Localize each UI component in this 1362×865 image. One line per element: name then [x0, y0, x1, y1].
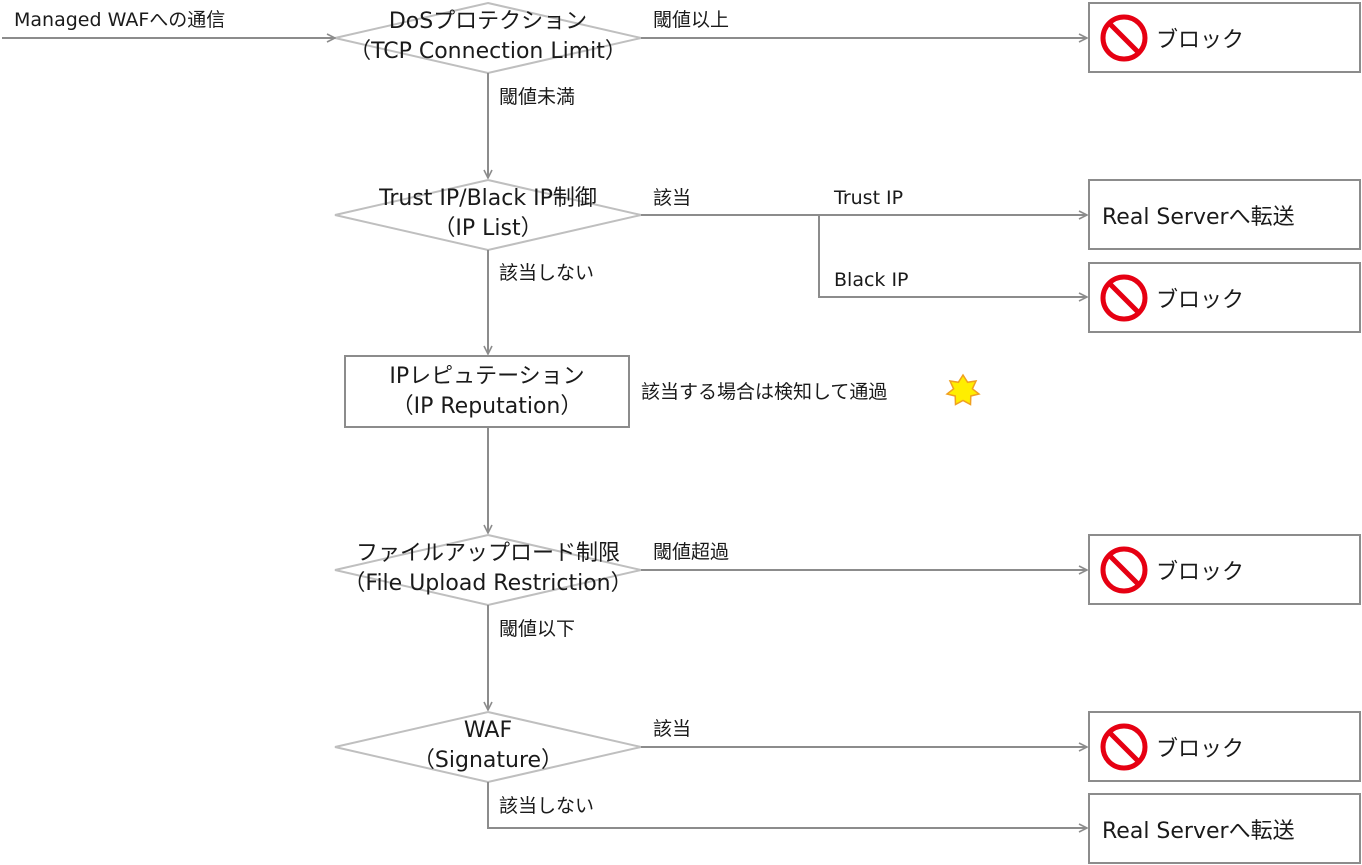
no-entry-icon: [1100, 14, 1148, 62]
waf-subtitle: （Signature）: [412, 748, 564, 773]
iplist-trust-label: Trust IP: [834, 187, 904, 209]
outcome-block-upload: ブロック: [1088, 534, 1361, 605]
iplist-black-arrow: [818, 215, 1087, 297]
forward-label: Real Serverへ転送: [1102, 818, 1295, 844]
outcome-block-black-ip: ブロック: [1088, 262, 1361, 333]
dos-above-label: 閾値以上: [653, 9, 730, 31]
forward-label: Real Serverへ転送: [1102, 204, 1295, 230]
ip-list-node: Trust IP/Black IP制御 （IP List）: [335, 184, 641, 244]
outcome-block-dos: ブロック: [1088, 2, 1361, 73]
dos-below-label: 閾値未満: [499, 86, 576, 108]
dos-protection-node: DoSプロテクション （TCP Connection Limit）: [335, 7, 641, 67]
block-label: ブロック: [1156, 736, 1245, 762]
iplist-title: Trust IP/Black IP制御: [379, 186, 597, 211]
waf-title: WAF: [463, 718, 513, 743]
dos-title: DoSプロテクション: [388, 9, 588, 34]
upload-over-label: 閾値超過: [653, 541, 730, 563]
waf-forward-arrow: [487, 782, 1087, 828]
ip-reputation-node: [344, 355, 630, 428]
star-burst-icon: [945, 373, 981, 406]
upload-subtitle: （File Upload Restriction）: [343, 571, 633, 596]
reputation-subtitle: （IP Reputation）: [391, 394, 583, 419]
no-entry-icon: [1100, 274, 1148, 322]
block-label: ブロック: [1156, 559, 1245, 585]
iplist-black-label: Black IP: [834, 269, 909, 291]
outcome-forward-trust: Real Serverへ転送: [1088, 179, 1361, 250]
reputation-note: 該当する場合は検知して通過: [641, 381, 888, 403]
no-entry-icon: [1100, 723, 1148, 771]
upload-under-label: 閾値以下: [499, 618, 576, 640]
no-entry-icon: [1100, 546, 1148, 594]
iplist-subtitle: （IP List）: [433, 216, 543, 241]
dos-subtitle: （TCP Connection Limit）: [349, 39, 627, 64]
outcome-forward-waf: Real Serverへ転送: [1088, 793, 1361, 864]
waf-nomatch-label: 該当しない: [499, 795, 595, 817]
waf-node: WAF （Signature）: [335, 716, 641, 776]
reputation-title: IPレピュテーション: [389, 364, 585, 389]
outcome-block-waf: ブロック: [1088, 711, 1361, 782]
block-label: ブロック: [1156, 287, 1245, 313]
file-upload-node: ファイルアップロード制限 （File Upload Restriction）: [335, 539, 641, 599]
entry-label: Managed WAFへの通信: [14, 9, 226, 31]
ip-reputation-text: IPレピュテーション （IP Reputation）: [344, 362, 630, 422]
iplist-match-label: 該当: [653, 187, 692, 209]
block-label: ブロック: [1156, 27, 1245, 53]
waf-match-label: 該当: [653, 718, 692, 740]
upload-title: ファイルアップロード制限: [355, 541, 620, 566]
iplist-nomatch-label: 該当しない: [499, 262, 595, 284]
